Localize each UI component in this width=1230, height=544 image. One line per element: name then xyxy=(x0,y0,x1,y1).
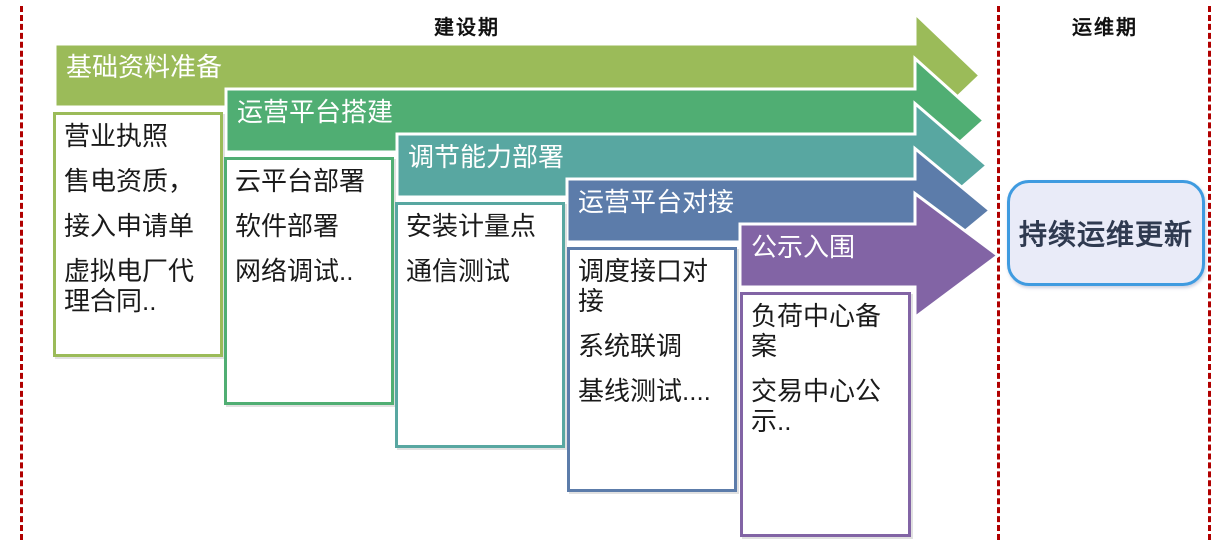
detail-item: 系统联调 xyxy=(578,331,683,361)
detail-item: 虚拟电厂代 理合同.. xyxy=(64,256,195,316)
step-detail-box-5: 负荷中心备 案 交易中心公 示.. xyxy=(740,292,911,537)
step-label-3: 调节能力部署 xyxy=(408,142,565,172)
detail-item: 负荷中心备 案 xyxy=(751,301,882,361)
step-label-5: 公示入围 xyxy=(751,232,856,262)
detail-item: 售电资质， xyxy=(64,166,195,196)
phase-title-construction: 建设期 xyxy=(434,17,500,39)
detail-item: 调度接口对 接 xyxy=(578,256,709,316)
detail-item: 软件部署 xyxy=(235,211,340,241)
step-label-1: 基础资料准备 xyxy=(66,52,223,82)
detail-item: 交易中心公 示.. xyxy=(751,376,882,436)
dashed-divider-right xyxy=(1208,6,1211,540)
maintenance-box: 持续运维更新 xyxy=(1007,180,1205,286)
detail-item: 网络调试.. xyxy=(235,256,354,286)
step-label-4: 运营平台对接 xyxy=(578,187,735,217)
step-label-2: 运营平台搭建 xyxy=(237,97,394,127)
detail-item: 通信测试 xyxy=(406,256,511,286)
detail-item: 云平台部署 xyxy=(235,166,366,196)
step-detail-box-3: 安装计量点 通信测试 xyxy=(395,202,565,448)
detail-item: 基线测试.... xyxy=(578,376,711,406)
detail-item: 接入申请单 xyxy=(64,211,195,241)
step-detail-box-1: 营业执照 售电资质， 接入申请单 虚拟电厂代 理合同.. xyxy=(53,112,223,357)
maintenance-box-label: 持续运维更新 xyxy=(1018,219,1193,250)
dashed-divider-middle xyxy=(997,6,1000,540)
phase-title-operation: 运维期 xyxy=(1072,17,1138,39)
detail-item: 安装计量点 xyxy=(406,211,537,241)
dashed-divider-left xyxy=(20,6,23,540)
step-detail-box-2: 云平台部署 软件部署 网络调试.. xyxy=(224,157,394,405)
step-detail-box-4: 调度接口对 接 系统联调 基线测试.... xyxy=(567,247,737,492)
detail-item: 营业执照 xyxy=(64,121,169,151)
arrow-step-5 xyxy=(738,190,1001,321)
